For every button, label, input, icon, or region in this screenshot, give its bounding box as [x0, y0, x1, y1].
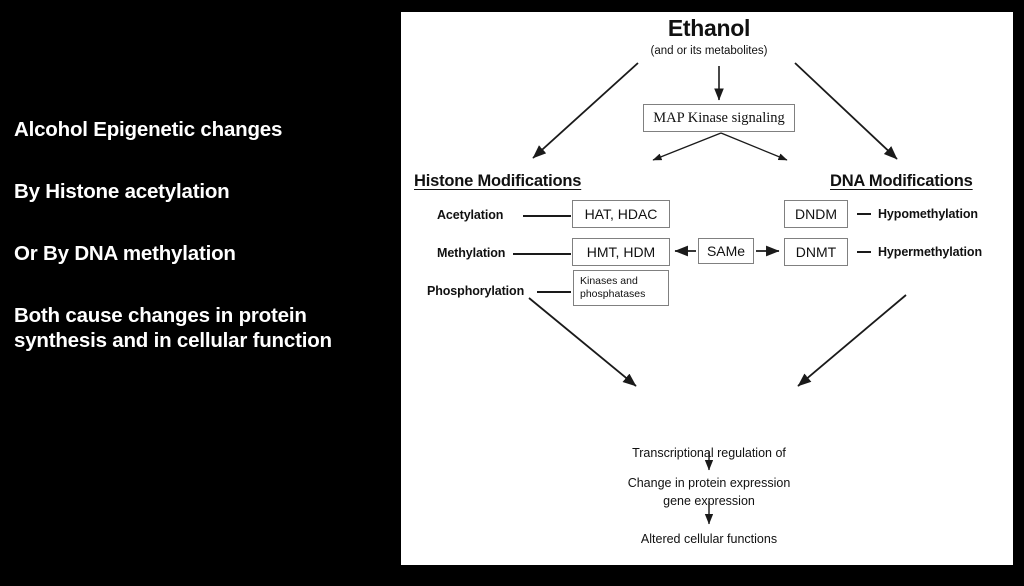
histone-row-label-acetylation: Acetylation: [437, 208, 504, 222]
outcome-step-2: Change in protein expression: [627, 476, 791, 490]
histone-modifications-heading: Histone Modifications: [414, 172, 582, 190]
outcome-step-3: Altered cellular functions: [640, 532, 778, 546]
outcome-step-1-line-1: Transcriptional regulation of: [632, 446, 786, 460]
arrow-ethanol-to-dna: [794, 62, 898, 160]
diagram-title: Ethanol: [667, 15, 751, 41]
histone-row-label-methylation: Methylation: [437, 246, 506, 260]
dna-modifications-heading: DNA Modifications: [830, 172, 973, 190]
outcome-step-1-line-2: gene expression: [663, 494, 755, 508]
bullet-line-1: Alcohol Epigenetic changes: [14, 118, 283, 141]
dash-hypomethylation: [857, 213, 871, 215]
histone-box-kinases-phosphatases: Kinases and phosphatases: [573, 270, 669, 306]
bullet-line-4: Both cause changes in protein synthesis …: [14, 304, 332, 352]
same-box: SAMe: [698, 238, 754, 264]
connector-methylation: [513, 253, 571, 255]
histone-row-label-phosphorylation: Phosphorylation: [427, 284, 525, 298]
histone-box-hmt-hdm: HMT, HDM: [572, 238, 670, 266]
left-text-panel: Alcohol Epigenetic changes By Histone ac…: [0, 0, 401, 586]
arrow-ethanol-to-histone: [532, 62, 639, 159]
histone-box-hat-hdac: HAT, HDAC: [572, 200, 670, 228]
dash-hypermethylation: [857, 251, 871, 253]
bullet-line-3: Or By DNA methylation: [14, 242, 236, 265]
diagram-canvas: Ethanol (and or its metabolites) MAP Kin…: [401, 12, 1013, 565]
arrow-histone-to-transcription: [528, 297, 637, 387]
arrow-mapkinase-to-dna: [720, 132, 788, 161]
diagram-panel: Ethanol (and or its metabolites) MAP Kin…: [401, 12, 1013, 565]
kinases-line-1: Kinases and: [580, 275, 638, 287]
map-kinase-signaling-box: MAP Kinase signaling: [643, 104, 795, 132]
connector-phosphorylation: [537, 291, 571, 293]
arrow-mapkinase-to-histone: [652, 132, 722, 161]
dna-effect-hypomethylation: Hypomethylation: [878, 207, 978, 221]
diagram-subtitle: (and or its metabolites): [650, 45, 768, 57]
dna-effect-hypermethylation: Hypermethylation: [878, 245, 982, 259]
dna-box-dndm: DNDM: [784, 200, 848, 228]
arrow-dna-to-transcription: [797, 294, 907, 387]
bullet-line-2: By Histone acetylation: [14, 180, 230, 203]
kinases-line-2: phosphatases: [580, 288, 646, 300]
connector-acetylation: [523, 215, 571, 217]
dna-box-dnmt: DNMT: [784, 238, 848, 266]
